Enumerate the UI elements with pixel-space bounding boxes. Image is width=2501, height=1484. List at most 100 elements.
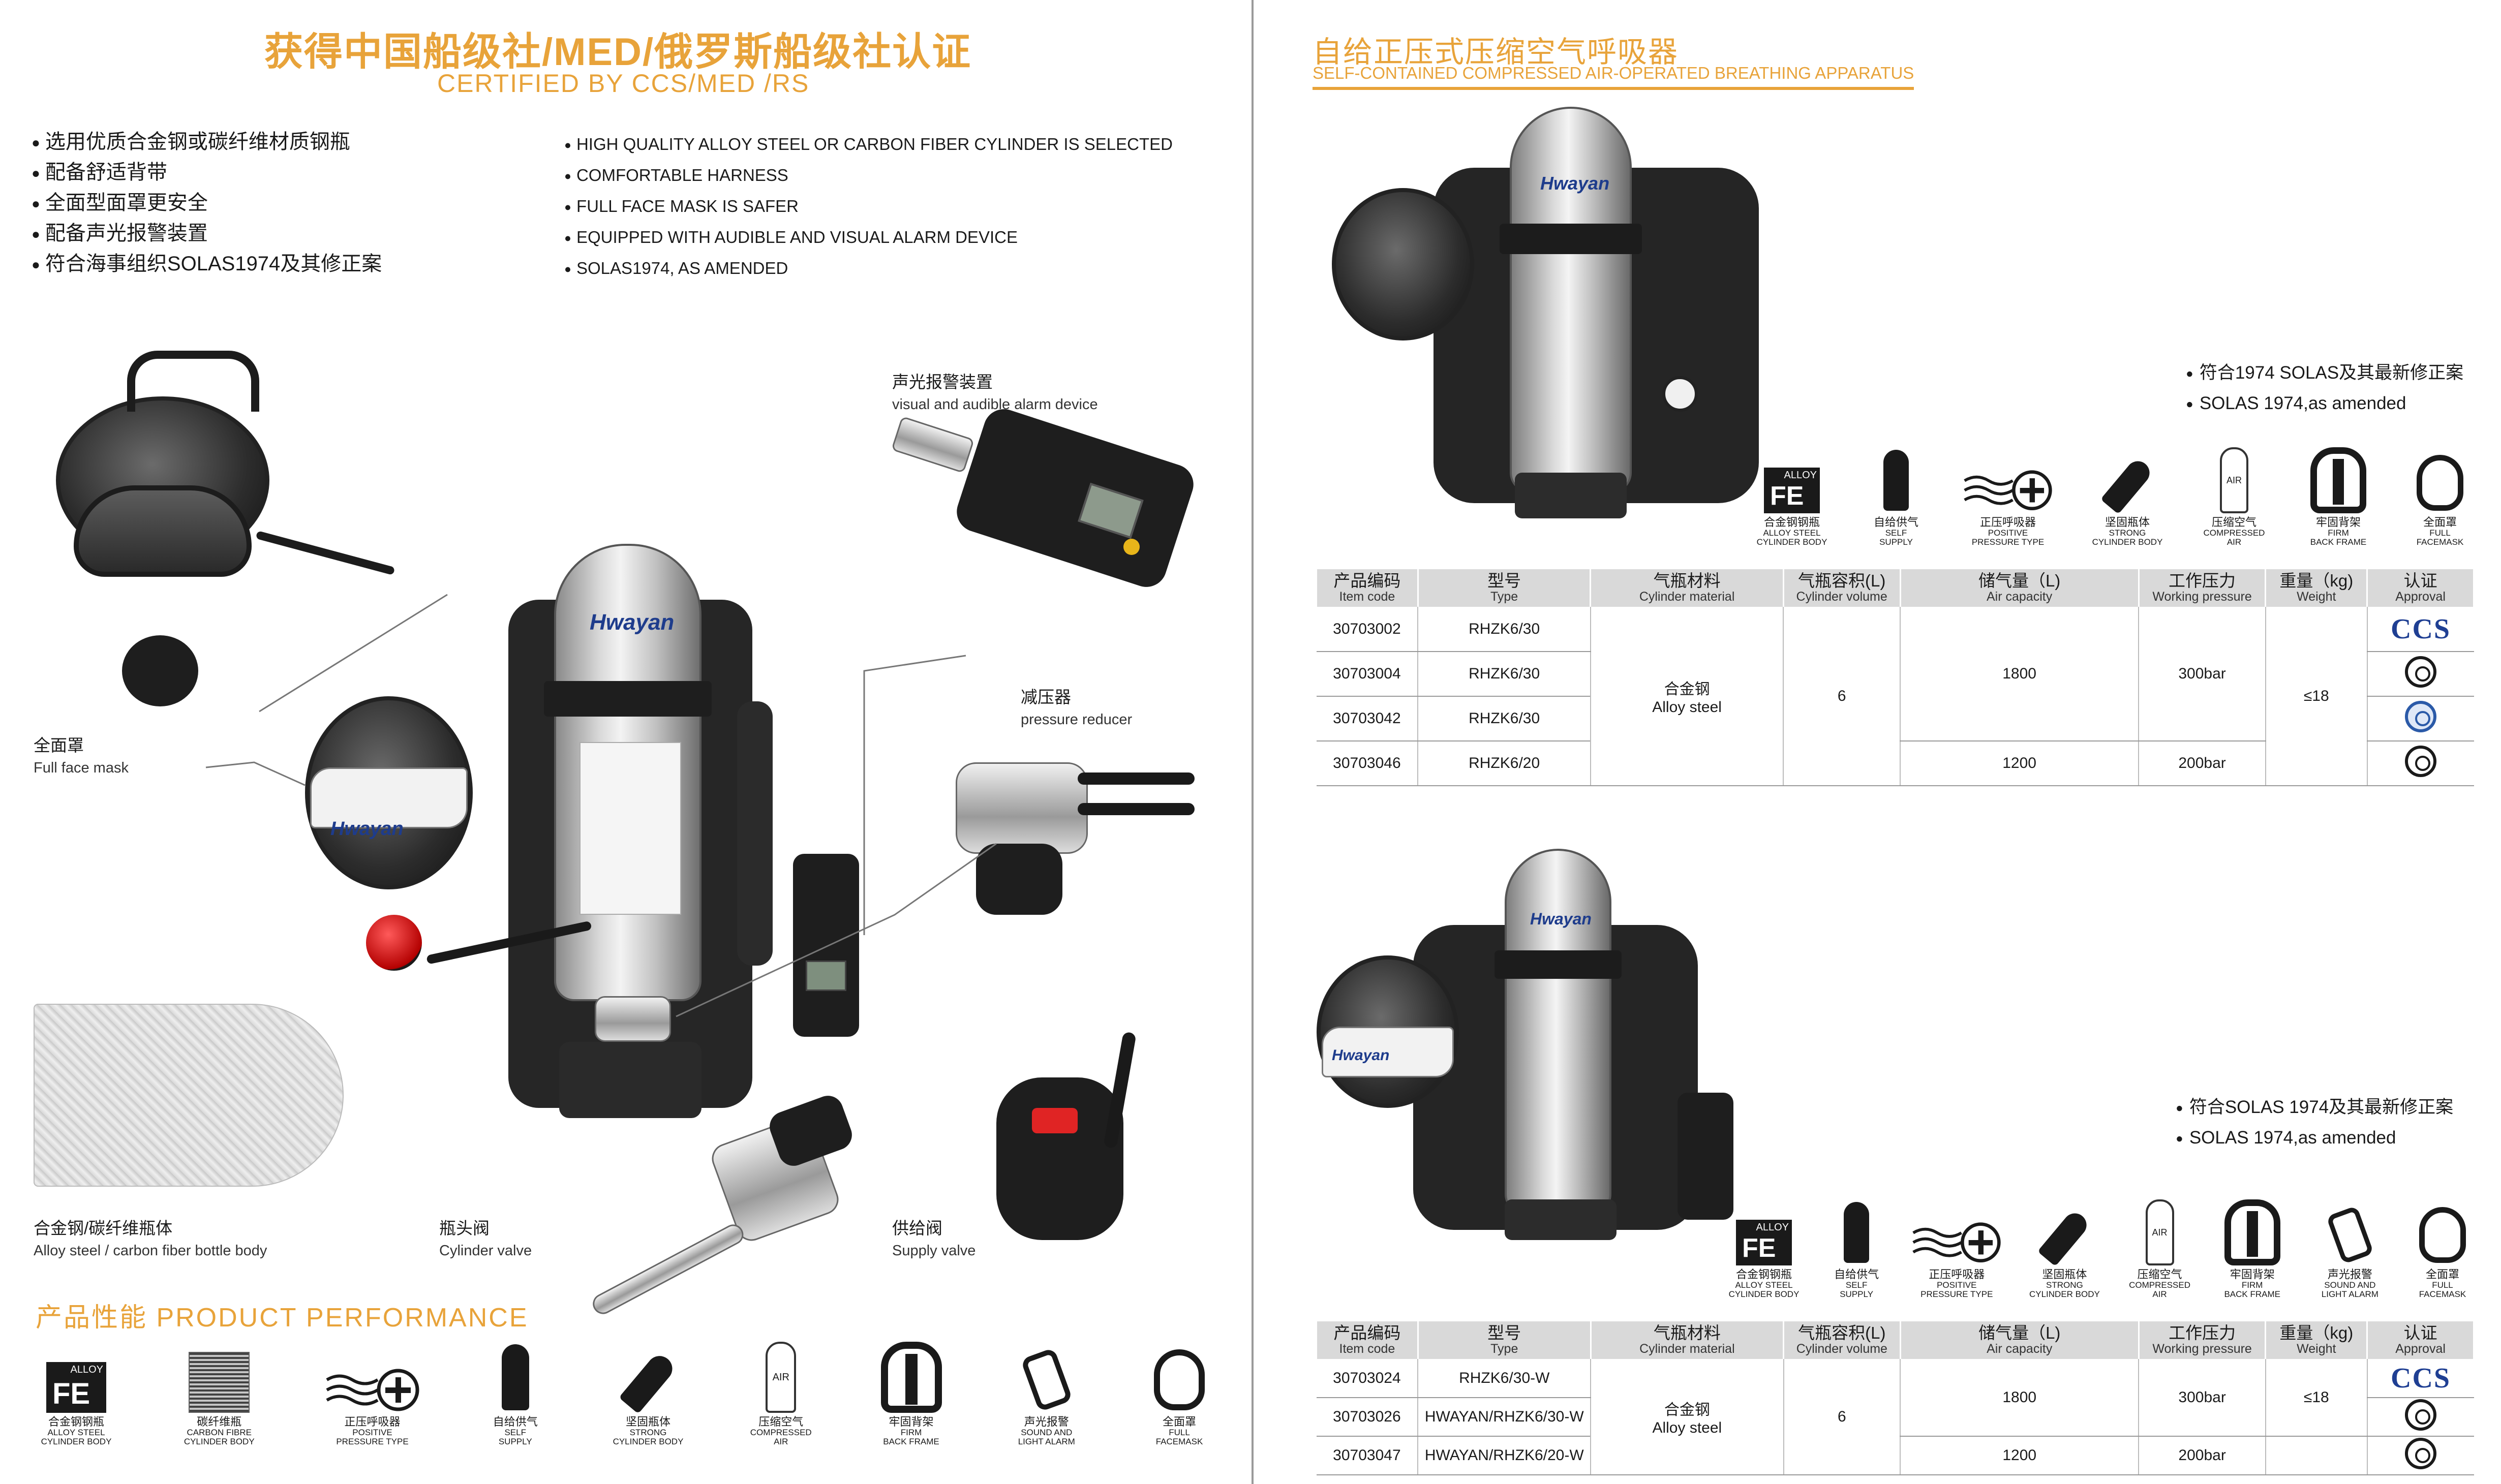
- th-cn: 产品编码: [1333, 571, 1401, 590]
- r2-en2: SUPPLY: [1840, 1289, 1874, 1299]
- callout-reducer-en: pressure reducer: [1021, 712, 1133, 728]
- r2-en2: FACEMASK: [2419, 1289, 2466, 1299]
- self-supply-icon: [1882, 447, 1910, 513]
- cell-approval: CCS: [2366, 607, 2474, 652]
- th-cn: 产品编码: [1333, 1323, 1401, 1342]
- perf-en1: STRONG: [629, 1428, 667, 1437]
- perf-cn: 合金钢钢瓶: [48, 1415, 104, 1428]
- supply-valve-red-button: [1032, 1108, 1078, 1133]
- leader-alarm: [863, 655, 966, 935]
- perf-cn: 坚固瓶体: [625, 1415, 670, 1428]
- features-cn-list: 选用优质合金钢或碳纤维材质钢瓶 配备舒适背带 全面型面罩更安全 配备声光报警装置…: [32, 127, 382, 280]
- back-frame-icon: [2222, 1199, 2283, 1265]
- r2-en1: STRONG: [2046, 1280, 2083, 1290]
- th-cn: 工作压力: [2169, 571, 2236, 590]
- th-en: Weight: [2297, 1342, 2336, 1356]
- th-cn: 工作压力: [2169, 1323, 2236, 1342]
- r2-cn: 坚固瓶体: [2042, 1268, 2087, 1281]
- solas-cn: 符合1974 SOLAS及其最新修正案: [2186, 358, 2463, 389]
- perf-cn: 全面罩: [1162, 1415, 1196, 1428]
- r2-cn: 正压呼吸器: [1929, 1268, 1985, 1281]
- right-title-cn: 自给正压式压缩空气呼吸器: [1313, 36, 1679, 69]
- perf-cn: 碳纤维瓶: [197, 1415, 242, 1428]
- product1-brand: Hwayan: [1540, 173, 1610, 194]
- r1-en1: SELF: [1885, 528, 1907, 538]
- cell-approval: [2366, 741, 2474, 786]
- perf-en1: SELF: [504, 1428, 526, 1437]
- r1-en2: CYLINDER BODY: [1756, 537, 1827, 547]
- fe-alloy-text: ALLOY: [1756, 1222, 1789, 1233]
- r2-en1: FIRM: [2241, 1280, 2263, 1290]
- strong-cylinder-icon: [2036, 1209, 2092, 1266]
- callout-alarm-en: visual and audible alarm device: [892, 396, 1098, 413]
- perf-en2: SUPPLY: [498, 1437, 532, 1446]
- r2-en2: CYLINDER BODY: [2029, 1289, 2100, 1299]
- feature-cn: 符合海事组织SOLAS1974及其修正案: [32, 249, 382, 280]
- th-en: Item code: [1339, 590, 1395, 604]
- positive-pressure-svg: [1912, 1222, 2001, 1263]
- th-weight: 重量（kg)Weight: [2265, 569, 2368, 607]
- material-cn: 合金钢: [1664, 1401, 1710, 1418]
- cylinder-warning-label: [580, 742, 681, 915]
- th-en: Air capacity: [1987, 1342, 2053, 1356]
- material-en: Alloy steel: [1652, 1419, 1722, 1436]
- left-title-en: CERTIFIED BY CCS/MED /RS: [437, 69, 810, 98]
- perf-cn: 自给供气: [493, 1415, 538, 1428]
- th-en: Item code: [1339, 1342, 1395, 1356]
- product2-alarm: [1678, 1093, 1733, 1220]
- th-volume: 气瓶容积(L)Cylinder volume: [1783, 1321, 1901, 1359]
- r1-en2: FACEMASK: [2416, 537, 2464, 547]
- positive-pressure-svg: [325, 1369, 419, 1411]
- main-base: [559, 1042, 702, 1118]
- table-row: 30703046 RHZK6/20 1200 200bar: [1316, 741, 2474, 786]
- med-wheel-icon: [2405, 1399, 2437, 1431]
- r1-en2: SUPPLY: [1879, 537, 1913, 547]
- th-cn: 认证: [2403, 1323, 2437, 1342]
- r2-cn: 声光报警: [2327, 1268, 2372, 1281]
- leader-mask-2: [259, 594, 448, 713]
- th-cn: 重量（kg): [2279, 1323, 2354, 1342]
- fe-alloy-icon: ALLOY FE: [46, 1362, 106, 1413]
- product2-cylinder: [1505, 849, 1611, 1215]
- feature-cn: 配备声光报警装置: [32, 219, 382, 249]
- med-wheel-icon: [2405, 1438, 2437, 1469]
- facemask-icon: [2417, 1204, 2468, 1265]
- r1-en1: FULL: [2429, 528, 2451, 538]
- r2-en2: PRESSURE TYPE: [1920, 1289, 1993, 1299]
- r1-cn: 合金钢钢瓶: [1763, 516, 1820, 529]
- th-en: Cylinder material: [1639, 1342, 1735, 1356]
- r1-cn: 牢固背架: [2315, 516, 2361, 529]
- callout-cylinder-valve: 瓶头阀 Cylinder valve: [439, 1217, 532, 1262]
- th-capacity: 储气量（L)Air capacity: [1899, 1321, 2140, 1359]
- solas-list-1: 符合1974 SOLAS及其最新修正案 SOLAS 1974,as amende…: [2186, 358, 2463, 419]
- cell-pressure: 300bar: [2138, 607, 2266, 741]
- fe-alloy-text: ALLOY: [70, 1364, 103, 1375]
- r2-cn: 牢固背架: [2230, 1268, 2275, 1281]
- fe-symbol-text: FE: [1770, 481, 1804, 511]
- perf-cn: 正压呼吸器: [344, 1415, 401, 1428]
- product2-band: [1494, 950, 1622, 979]
- th-volume: 气瓶容积(L)Cylinder volume: [1782, 569, 1901, 607]
- positive-pressure-icon: [1962, 462, 2054, 513]
- r2-cn: 合金钢钢瓶: [1735, 1268, 1792, 1281]
- cell-approval: CCS: [2366, 1359, 2474, 1398]
- th-en: Type: [1490, 590, 1518, 604]
